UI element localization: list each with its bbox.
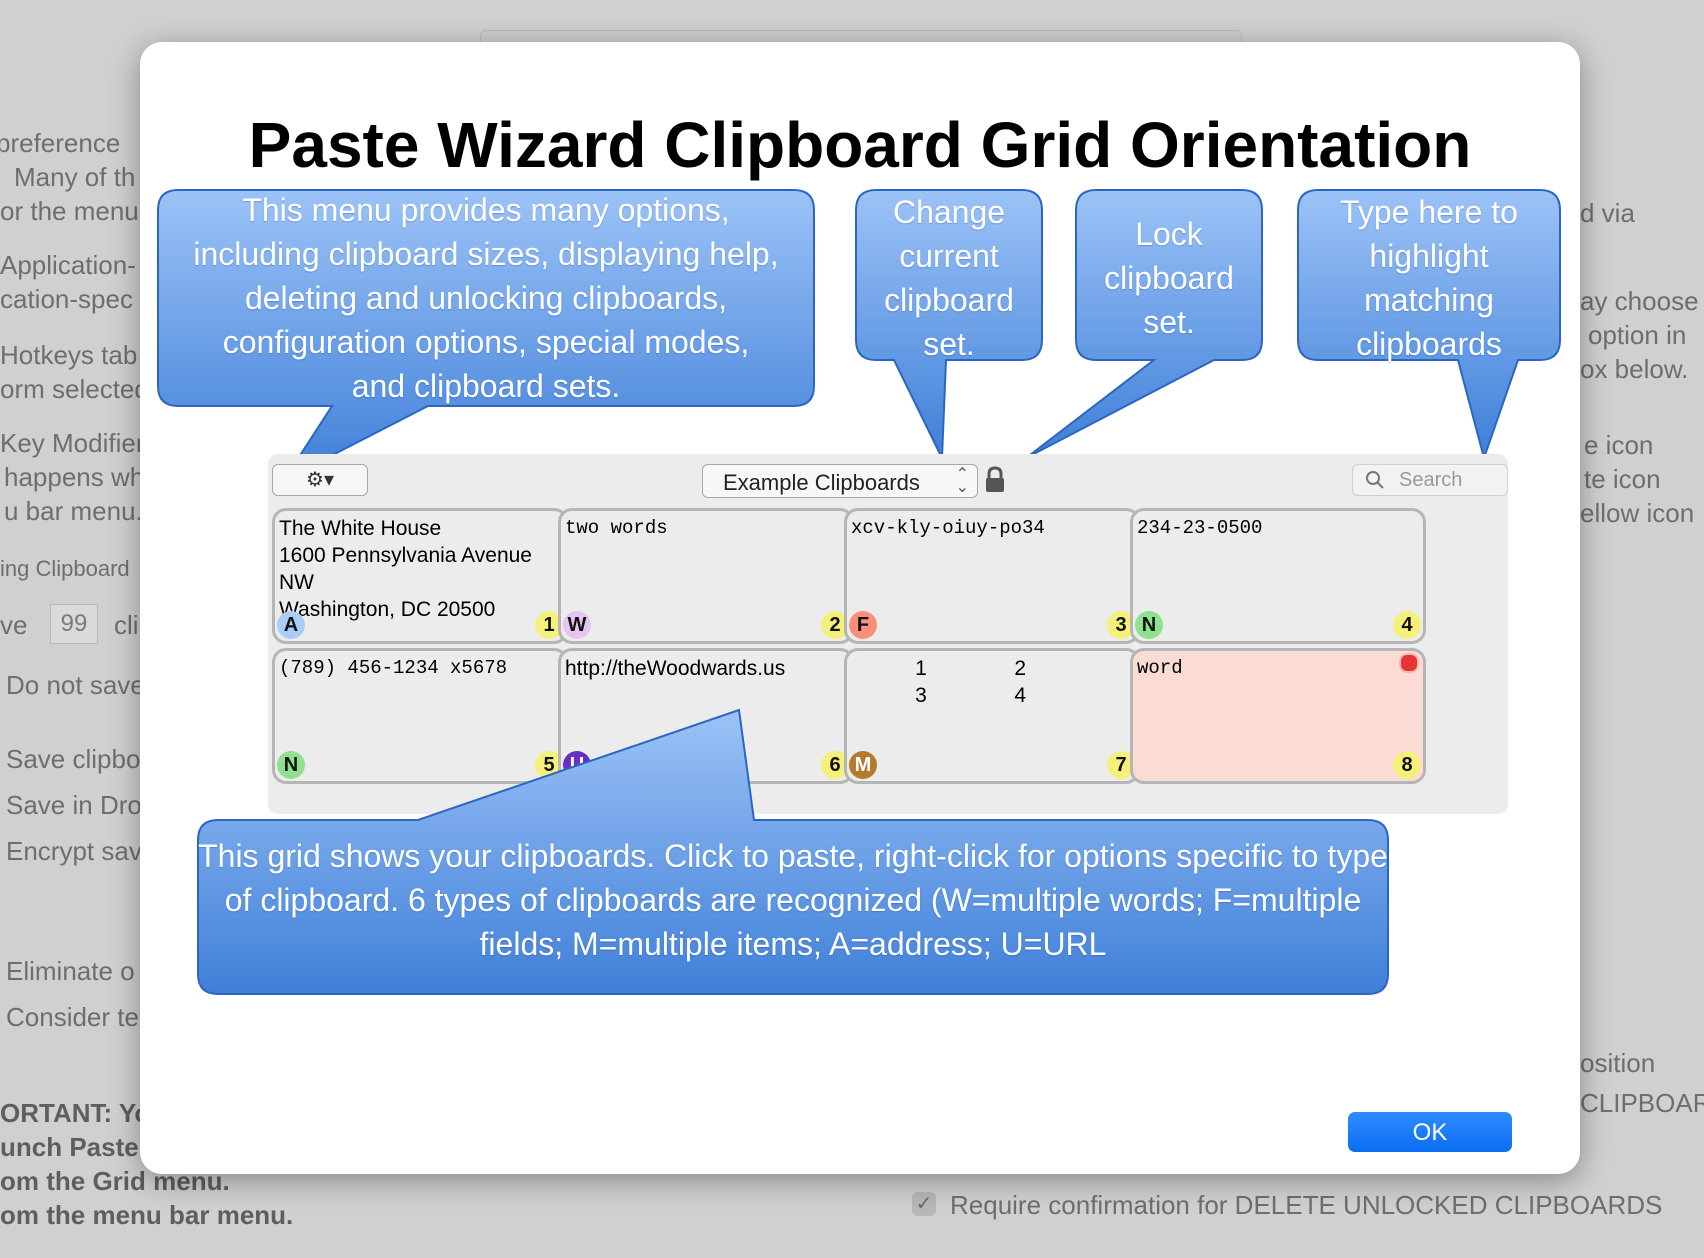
clipboard-content: word — [1137, 657, 1183, 679]
search-icon — [1366, 471, 1384, 489]
clipboard-content: The White House 1600 Pennsylvania Avenue… — [279, 517, 532, 621]
bg-text: option in — [1588, 320, 1687, 350]
clipboard-cell[interactable]: word 8 — [1130, 648, 1426, 784]
clipboard-content: xcv-kly-oiuy-po34 — [851, 517, 1045, 539]
callout-line: set. — [1143, 304, 1195, 340]
clipboard-content: http://theWoodwards.us — [565, 657, 786, 680]
bg-text: Save in Dro — [6, 790, 142, 820]
bg-text: ve — [0, 610, 28, 640]
confirm-delete-checkbox[interactable]: ✓ — [912, 1192, 936, 1216]
callout-line: matching — [1364, 282, 1494, 318]
callout-menu-text: This menu provides many options, includi… — [156, 188, 816, 408]
clipboard-type-badge: N — [1135, 611, 1163, 639]
callout-line: and clipboard sets. — [351, 368, 621, 404]
callout-change-set-text: Change current clipboard set. — [854, 190, 1044, 366]
bg-text: Consider te — [6, 1002, 139, 1032]
search-placeholder: Search — [1399, 469, 1463, 491]
bg-text: ellow icon — [1580, 498, 1695, 528]
bg-text: ox below. — [1580, 354, 1689, 384]
orientation-dialog: Paste Wizard Clipboard Grid Orientation … — [140, 42, 1580, 1174]
bg-text: d via — [1580, 198, 1635, 228]
bg-text: preference — [0, 128, 121, 158]
callout-grid-text: This grid shows your clipboards. Click t… — [196, 834, 1390, 966]
bg-text: Key Modifier — [0, 428, 145, 458]
callout-line: clipboard — [884, 282, 1014, 318]
callout-line: including clipboard sizes, displaying he… — [193, 236, 779, 272]
clipboard-set-select[interactable]: Example Clipboards ⌃⌄ — [702, 464, 978, 498]
clipboard-type-badge: M — [849, 751, 877, 779]
callout-line: clipboard — [1104, 260, 1234, 296]
callout-line: set. — [923, 326, 975, 362]
ok-button[interactable]: OK — [1348, 1112, 1512, 1152]
clipboard-number-badge: 8 — [1393, 751, 1421, 779]
gear-menu-button[interactable]: ⚙▾ — [272, 464, 368, 496]
bg-text: osition — [1580, 1048, 1656, 1078]
bg-text: Encrypt sav — [6, 836, 142, 866]
gear-icon: ⚙ — [306, 469, 324, 491]
confirm-delete-label: Require confirmation for DELETE UNLOCKED… — [950, 1190, 1663, 1220]
search-field[interactable]: Search — [1352, 464, 1508, 496]
callout-line: Change — [892, 194, 1006, 230]
bg-text: Many of th — [14, 162, 136, 192]
callout-search-text: Type here to highlight matching clipboar… — [1296, 190, 1562, 366]
clipboard-set-name: Example Clipboards — [723, 470, 920, 495]
bg-text: Hotkeys tab — [0, 340, 138, 370]
bg-text: cli — [114, 610, 139, 640]
bg-text: te icon — [1584, 464, 1661, 494]
clipboard-type-badge: N — [277, 751, 305, 779]
bg-text: Do not save — [6, 670, 145, 700]
bg-text: om the menu bar menu. — [0, 1200, 294, 1230]
bg-text: ORTANT: Yo — [0, 1098, 151, 1128]
clipboard-cell[interactable]: The White House 1600 Pennsylvania Avenue… — [272, 508, 568, 644]
bg-text: ing Clipboard — [0, 556, 130, 581]
bg-text: CLIPBOAR — [1580, 1088, 1704, 1118]
clipboard-grid-window: ⚙▾ Example Clipboards ⌃⌄ Search The Whit… — [268, 454, 1508, 814]
clipboard-content: 234-23-0500 — [1137, 517, 1263, 539]
clipboard-content: two words — [565, 517, 668, 539]
clipboard-content: 1 2 3 4 — [915, 657, 1027, 707]
clipboard-number-badge: 4 — [1393, 611, 1421, 639]
callout-line: This menu provides many options, — [242, 192, 730, 228]
bg-text: e icon — [1584, 430, 1654, 460]
chevron-down-icon: ▾ — [323, 469, 334, 491]
bg-text: orm selected — [0, 374, 149, 404]
dialog-title: Paste Wizard Clipboard Grid Orientation — [248, 109, 1472, 181]
clipboard-content: (789) 456-1234 x5678 — [279, 657, 508, 679]
callout-lock-set-text: Lock clipboard set. — [1074, 212, 1264, 344]
bg-text: u bar menu. — [4, 496, 143, 526]
clipboard-type-badge: A — [277, 611, 305, 639]
updown-arrows-icon: ⌃⌄ — [955, 466, 969, 496]
bg-text: cation-spec — [0, 284, 133, 314]
callout-line: highlight — [1369, 238, 1489, 274]
bg-text: Save clipbo — [6, 744, 141, 774]
bg-text: or the menu — [0, 196, 139, 226]
callout-line: This grid shows your clipboards. Click t… — [198, 838, 1388, 874]
lock-icon[interactable] — [984, 466, 1006, 494]
callout-line: current — [899, 238, 999, 274]
retain-count-field[interactable]: 99 — [50, 604, 98, 644]
bg-text: Application- — [0, 250, 136, 280]
bg-text: happens wh — [4, 462, 145, 492]
bg-text: ay choose — [1580, 286, 1699, 316]
unlocked-indicator-icon — [1399, 653, 1419, 673]
callout-line: clipboards — [1356, 326, 1502, 362]
callout-line: configuration options, special modes, — [222, 324, 750, 360]
callout-line: fields; M=multiple items; A=address; U=U… — [479, 926, 1107, 962]
bg-text: Eliminate o — [6, 956, 135, 986]
callout-line: Lock — [1135, 216, 1203, 252]
callout-line: deleting and unlocking clipboards, — [244, 280, 728, 316]
callout-line: Type here to — [1340, 194, 1518, 230]
clipboard-type-badge: W — [563, 611, 591, 639]
callout-line: of clipboard. 6 types of clipboards are … — [224, 882, 1362, 918]
clipboard-type-badge: F — [849, 611, 877, 639]
bg-text: unch Paste — [0, 1132, 139, 1162]
